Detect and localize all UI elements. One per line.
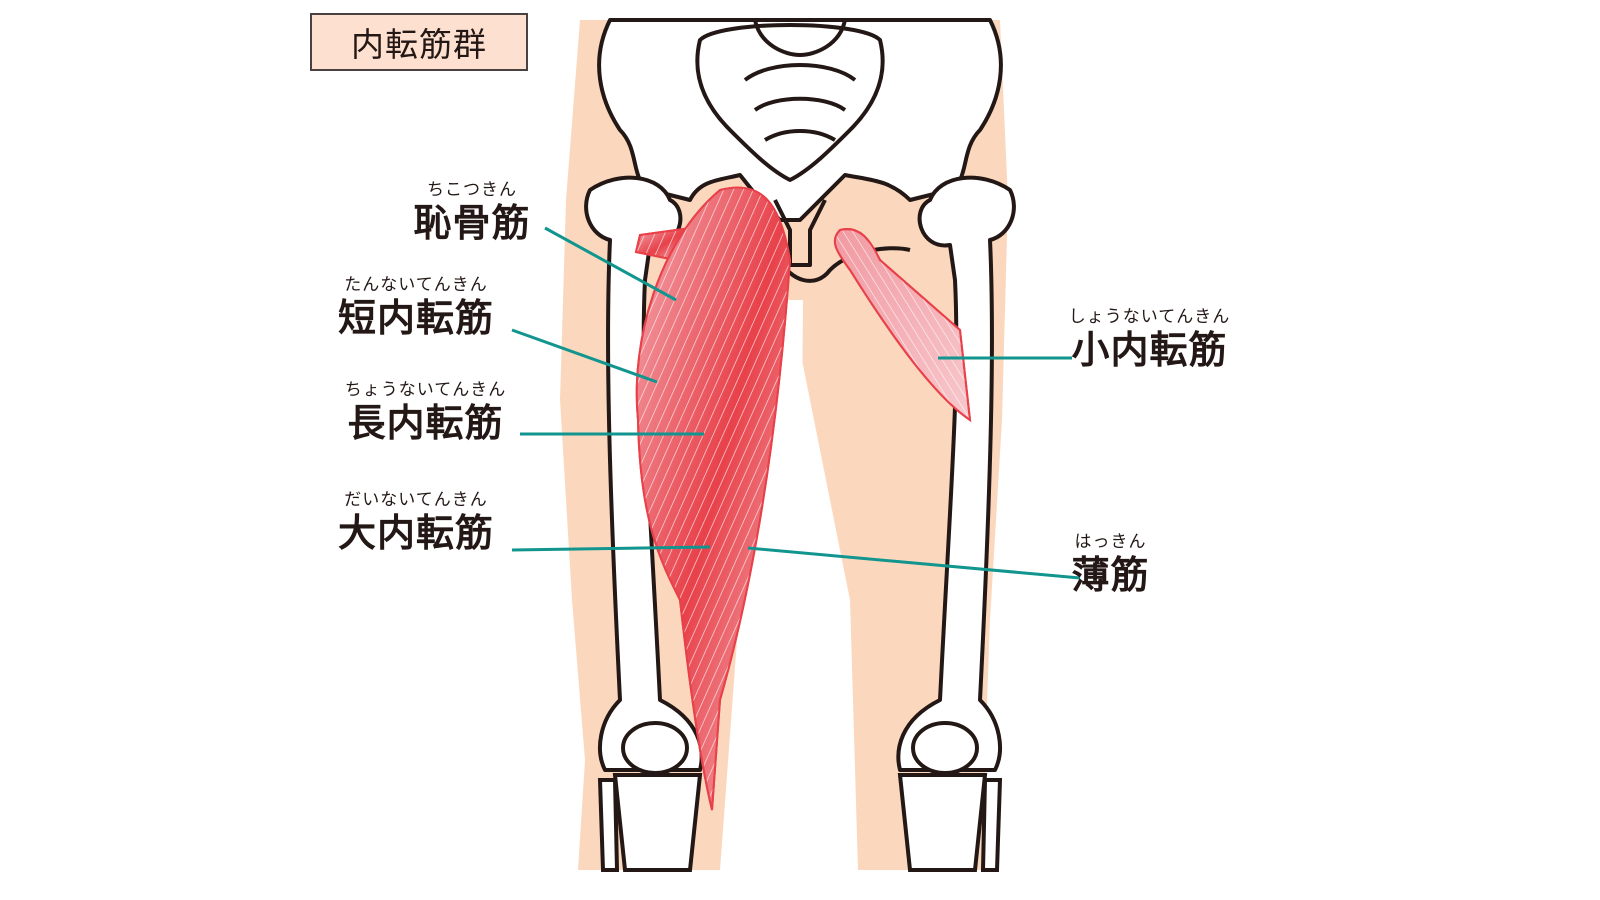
label-name: 薄筋 <box>1071 553 1150 597</box>
label-gracilis: はっきん 薄筋 <box>1058 532 1163 598</box>
label-name: 短内転筋 <box>337 296 494 340</box>
adductor-minimus-muscle <box>833 228 972 423</box>
page-title: 内転筋群 <box>351 25 487 64</box>
label-name: 長内転筋 <box>347 401 504 445</box>
label-ruby: しょうないてんきん <box>1068 307 1231 327</box>
label-ruby: ちょうないてんきん <box>344 380 507 400</box>
leader-lines <box>511 226 1081 580</box>
label-adductor-brevis: たんないてんきん 短内転筋 <box>316 275 516 341</box>
label-ruby: だいないてんきん <box>344 490 488 510</box>
label-name: 小内転筋 <box>1071 328 1228 372</box>
label-adductor-longus: ちょうないてんきん 長内転筋 <box>318 380 533 446</box>
label-ruby: たんないてんきん <box>344 275 488 295</box>
label-adductor-magnus: だいないてんきん 大内転筋 <box>316 490 516 556</box>
label-ruby: はっきん <box>1074 532 1147 552</box>
label-name: 大内転筋 <box>337 511 494 555</box>
tibia-fibula <box>597 773 1003 872</box>
adductor-muscles-left <box>634 186 792 811</box>
title-box: 内転筋群 <box>310 13 528 71</box>
label-pectineus: ちこつきん 恥骨筋 <box>402 180 542 246</box>
label-adductor-minimus: しょうないてんきん 小内転筋 <box>1042 307 1257 373</box>
label-ruby: ちこつきん <box>427 180 517 200</box>
femur-right <box>896 175 1016 775</box>
label-name: 恥骨筋 <box>413 201 531 245</box>
